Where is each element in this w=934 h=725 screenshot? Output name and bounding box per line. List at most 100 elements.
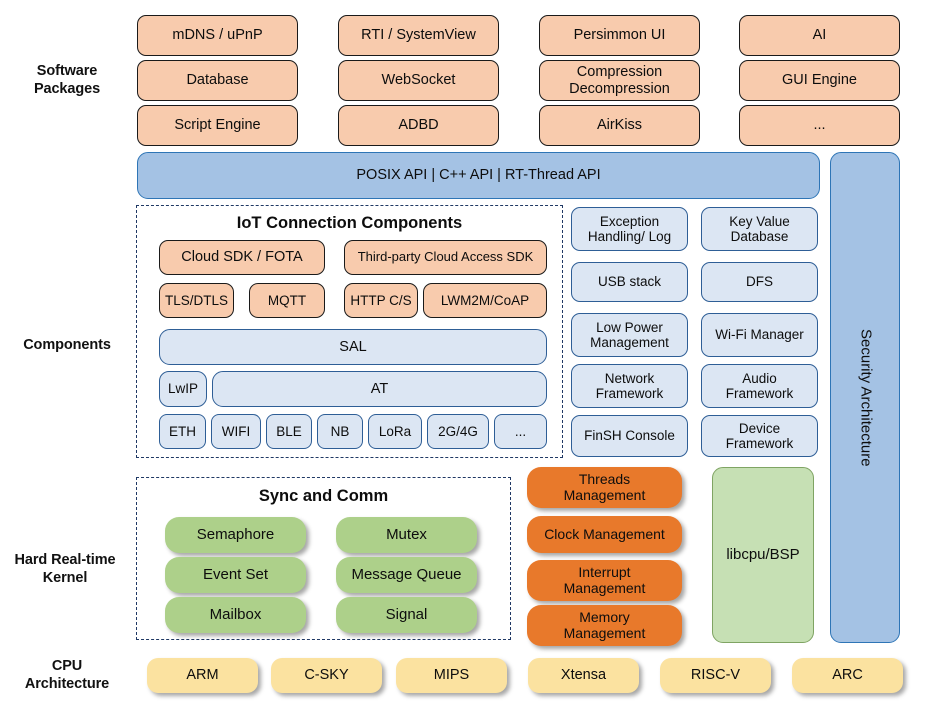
iot-label: Third-party Cloud Access SDK: [357, 249, 534, 265]
package-box-airkiss[interactable]: AirKiss: [539, 105, 700, 146]
row-label-software-packages-line1: Software: [36, 63, 98, 79]
cpu-box-risc-v[interactable]: RISC-V: [660, 658, 771, 693]
cpu-box-c-sky[interactable]: C-SKY: [271, 658, 382, 693]
sync-and-comm-group-title: Sync and Comm: [258, 487, 389, 505]
package-label: ...: [813, 117, 826, 134]
iot-box-lwm2m-coap[interactable]: LWM2M/CoAP: [423, 283, 547, 318]
package-label: ADBD: [398, 117, 439, 134]
row-label-kernel: Hard Real-time Kernel: [0, 551, 130, 587]
iot-label: Cloud SDK / FOTA: [181, 249, 303, 266]
package-label: Script Engine: [174, 117, 261, 134]
row-label-components: Components: [8, 336, 126, 354]
component-label-line1: Device: [738, 420, 781, 436]
sync-box-event-set[interactable]: Event Set: [165, 557, 306, 593]
sync-box-message-queue[interactable]: Message Queue: [336, 557, 477, 593]
sync-box-mailbox[interactable]: Mailbox: [165, 597, 306, 633]
row-label-cpu-line2: Architecture: [24, 676, 110, 693]
component-box-exception-handling-log[interactable]: Exception Handling/ Log: [571, 207, 688, 251]
package-box-more[interactable]: ...: [739, 105, 900, 146]
package-box-ai[interactable]: AI: [739, 15, 900, 56]
iot-box-cloud-sdk-fota[interactable]: Cloud SDK / FOTA: [159, 240, 325, 275]
iot-label: LWM2M/CoAP: [440, 292, 530, 308]
management-box-threads[interactable]: Threads Management: [527, 467, 682, 508]
sync-label: Message Queue: [351, 565, 462, 583]
component-label: DFS: [746, 274, 773, 290]
package-box-gui-engine[interactable]: GUI Engine: [739, 60, 900, 101]
component-label-line2: Framework: [725, 436, 794, 451]
component-box-device-framework[interactable]: Device Framework: [701, 415, 818, 457]
component-label-line2: Database: [730, 229, 789, 244]
package-box-mdns-upnp[interactable]: mDNS / uPnP: [137, 15, 298, 56]
iot-box-at[interactable]: AT: [212, 371, 547, 407]
iot-box-lora[interactable]: LoRa: [368, 414, 422, 449]
iot-box-tls-dtls[interactable]: TLS/DTLS: [159, 283, 234, 318]
libcpu-bsp-box[interactable]: libcpu/BSP: [712, 467, 814, 643]
management-label-line2: Management: [563, 579, 646, 596]
management-box-clock[interactable]: Clock Management: [527, 516, 682, 553]
iot-box-wifi[interactable]: WIFI: [211, 414, 261, 449]
iot-box-http-cs[interactable]: HTTP C/S: [344, 283, 418, 318]
package-box-rti-systemview[interactable]: RTI / SystemView: [338, 15, 499, 56]
component-label-line2: Framework: [595, 386, 664, 401]
component-label: Wi-Fi Manager: [715, 327, 804, 343]
cpu-label: Xtensa: [560, 667, 607, 684]
component-box-low-power-management[interactable]: Low Power Management: [571, 313, 688, 357]
package-label-line2: Decompression: [569, 80, 670, 97]
component-box-dfs[interactable]: DFS: [701, 262, 818, 302]
sync-box-mutex[interactable]: Mutex: [336, 517, 477, 553]
package-box-websocket[interactable]: WebSocket: [338, 60, 499, 101]
management-box-memory[interactable]: Memory Management: [527, 605, 682, 646]
sync-box-semaphore[interactable]: Semaphore: [165, 517, 306, 553]
iot-box-2g-4g[interactable]: 2G/4G: [427, 414, 489, 449]
cpu-box-arc[interactable]: ARC: [792, 658, 903, 693]
component-label-line1: Audio: [742, 370, 777, 386]
iot-box-nb[interactable]: NB: [317, 414, 363, 449]
row-label-cpu-architecture: CPU Architecture: [4, 657, 130, 693]
iot-box-sal[interactable]: SAL: [159, 329, 547, 365]
component-box-wifi-manager[interactable]: Wi-Fi Manager: [701, 313, 818, 357]
cpu-box-mips[interactable]: MIPS: [396, 658, 507, 693]
management-label-line1: Memory: [579, 608, 630, 625]
component-box-audio-framework[interactable]: Audio Framework: [701, 364, 818, 408]
iot-box-lwip[interactable]: LwIP: [159, 371, 207, 407]
package-box-database[interactable]: Database: [137, 60, 298, 101]
iot-box-ble[interactable]: BLE: [266, 414, 312, 449]
management-label-line2: Management: [563, 624, 646, 641]
sync-box-signal[interactable]: Signal: [336, 597, 477, 633]
component-label-line2: Framework: [725, 386, 794, 401]
iot-label: ...: [514, 423, 527, 439]
package-label-line1: Compression: [576, 64, 663, 81]
security-architecture-column[interactable]: Security Architecture: [830, 152, 900, 643]
cpu-box-arm[interactable]: ARM: [147, 658, 258, 693]
iot-box-mqtt[interactable]: MQTT: [249, 283, 325, 318]
component-box-finsh-console[interactable]: FinSH Console: [571, 415, 688, 457]
component-label: FinSH Console: [584, 428, 675, 444]
package-box-script-engine[interactable]: Script Engine: [137, 105, 298, 146]
management-box-interrupt[interactable]: Interrupt Management: [527, 560, 682, 601]
libcpu-bsp-label: libcpu/BSP: [726, 545, 800, 563]
sync-label: Event Set: [202, 565, 269, 583]
package-label: AirKiss: [596, 117, 643, 134]
iot-box-more[interactable]: ...: [494, 414, 547, 449]
component-box-key-value-database[interactable]: Key Value Database: [701, 207, 818, 251]
row-label-cpu-line1: CPU: [51, 658, 83, 674]
security-architecture-label: Security Architecture: [857, 328, 875, 467]
package-box-compression-decompression[interactable]: Compression Decompression: [539, 60, 700, 101]
component-box-usb-stack[interactable]: USB stack: [571, 262, 688, 302]
api-layer-bar[interactable]: POSIX API | C++ API | RT-Thread API: [137, 152, 820, 199]
row-label-kernel-line1: Hard Real-time: [14, 552, 116, 568]
iot-label: LwIP: [167, 381, 198, 397]
iot-label: MQTT: [267, 292, 307, 308]
iot-box-third-party-cloud-access-sdk[interactable]: Third-party Cloud Access SDK: [344, 240, 547, 275]
cpu-box-xtensa[interactable]: Xtensa: [528, 658, 639, 693]
component-box-network-framework[interactable]: Network Framework: [571, 364, 688, 408]
package-box-persimmon-ui[interactable]: Persimmon UI: [539, 15, 700, 56]
package-box-adbd[interactable]: ADBD: [338, 105, 499, 146]
cpu-label: RISC-V: [690, 667, 741, 684]
package-label: mDNS / uPnP: [172, 27, 263, 44]
management-label-line1: Interrupt: [578, 563, 631, 580]
management-label: Clock Management: [544, 525, 665, 542]
iot-box-eth[interactable]: ETH: [159, 414, 206, 449]
package-label: WebSocket: [381, 72, 456, 89]
iot-connection-group-frame: [136, 205, 563, 458]
